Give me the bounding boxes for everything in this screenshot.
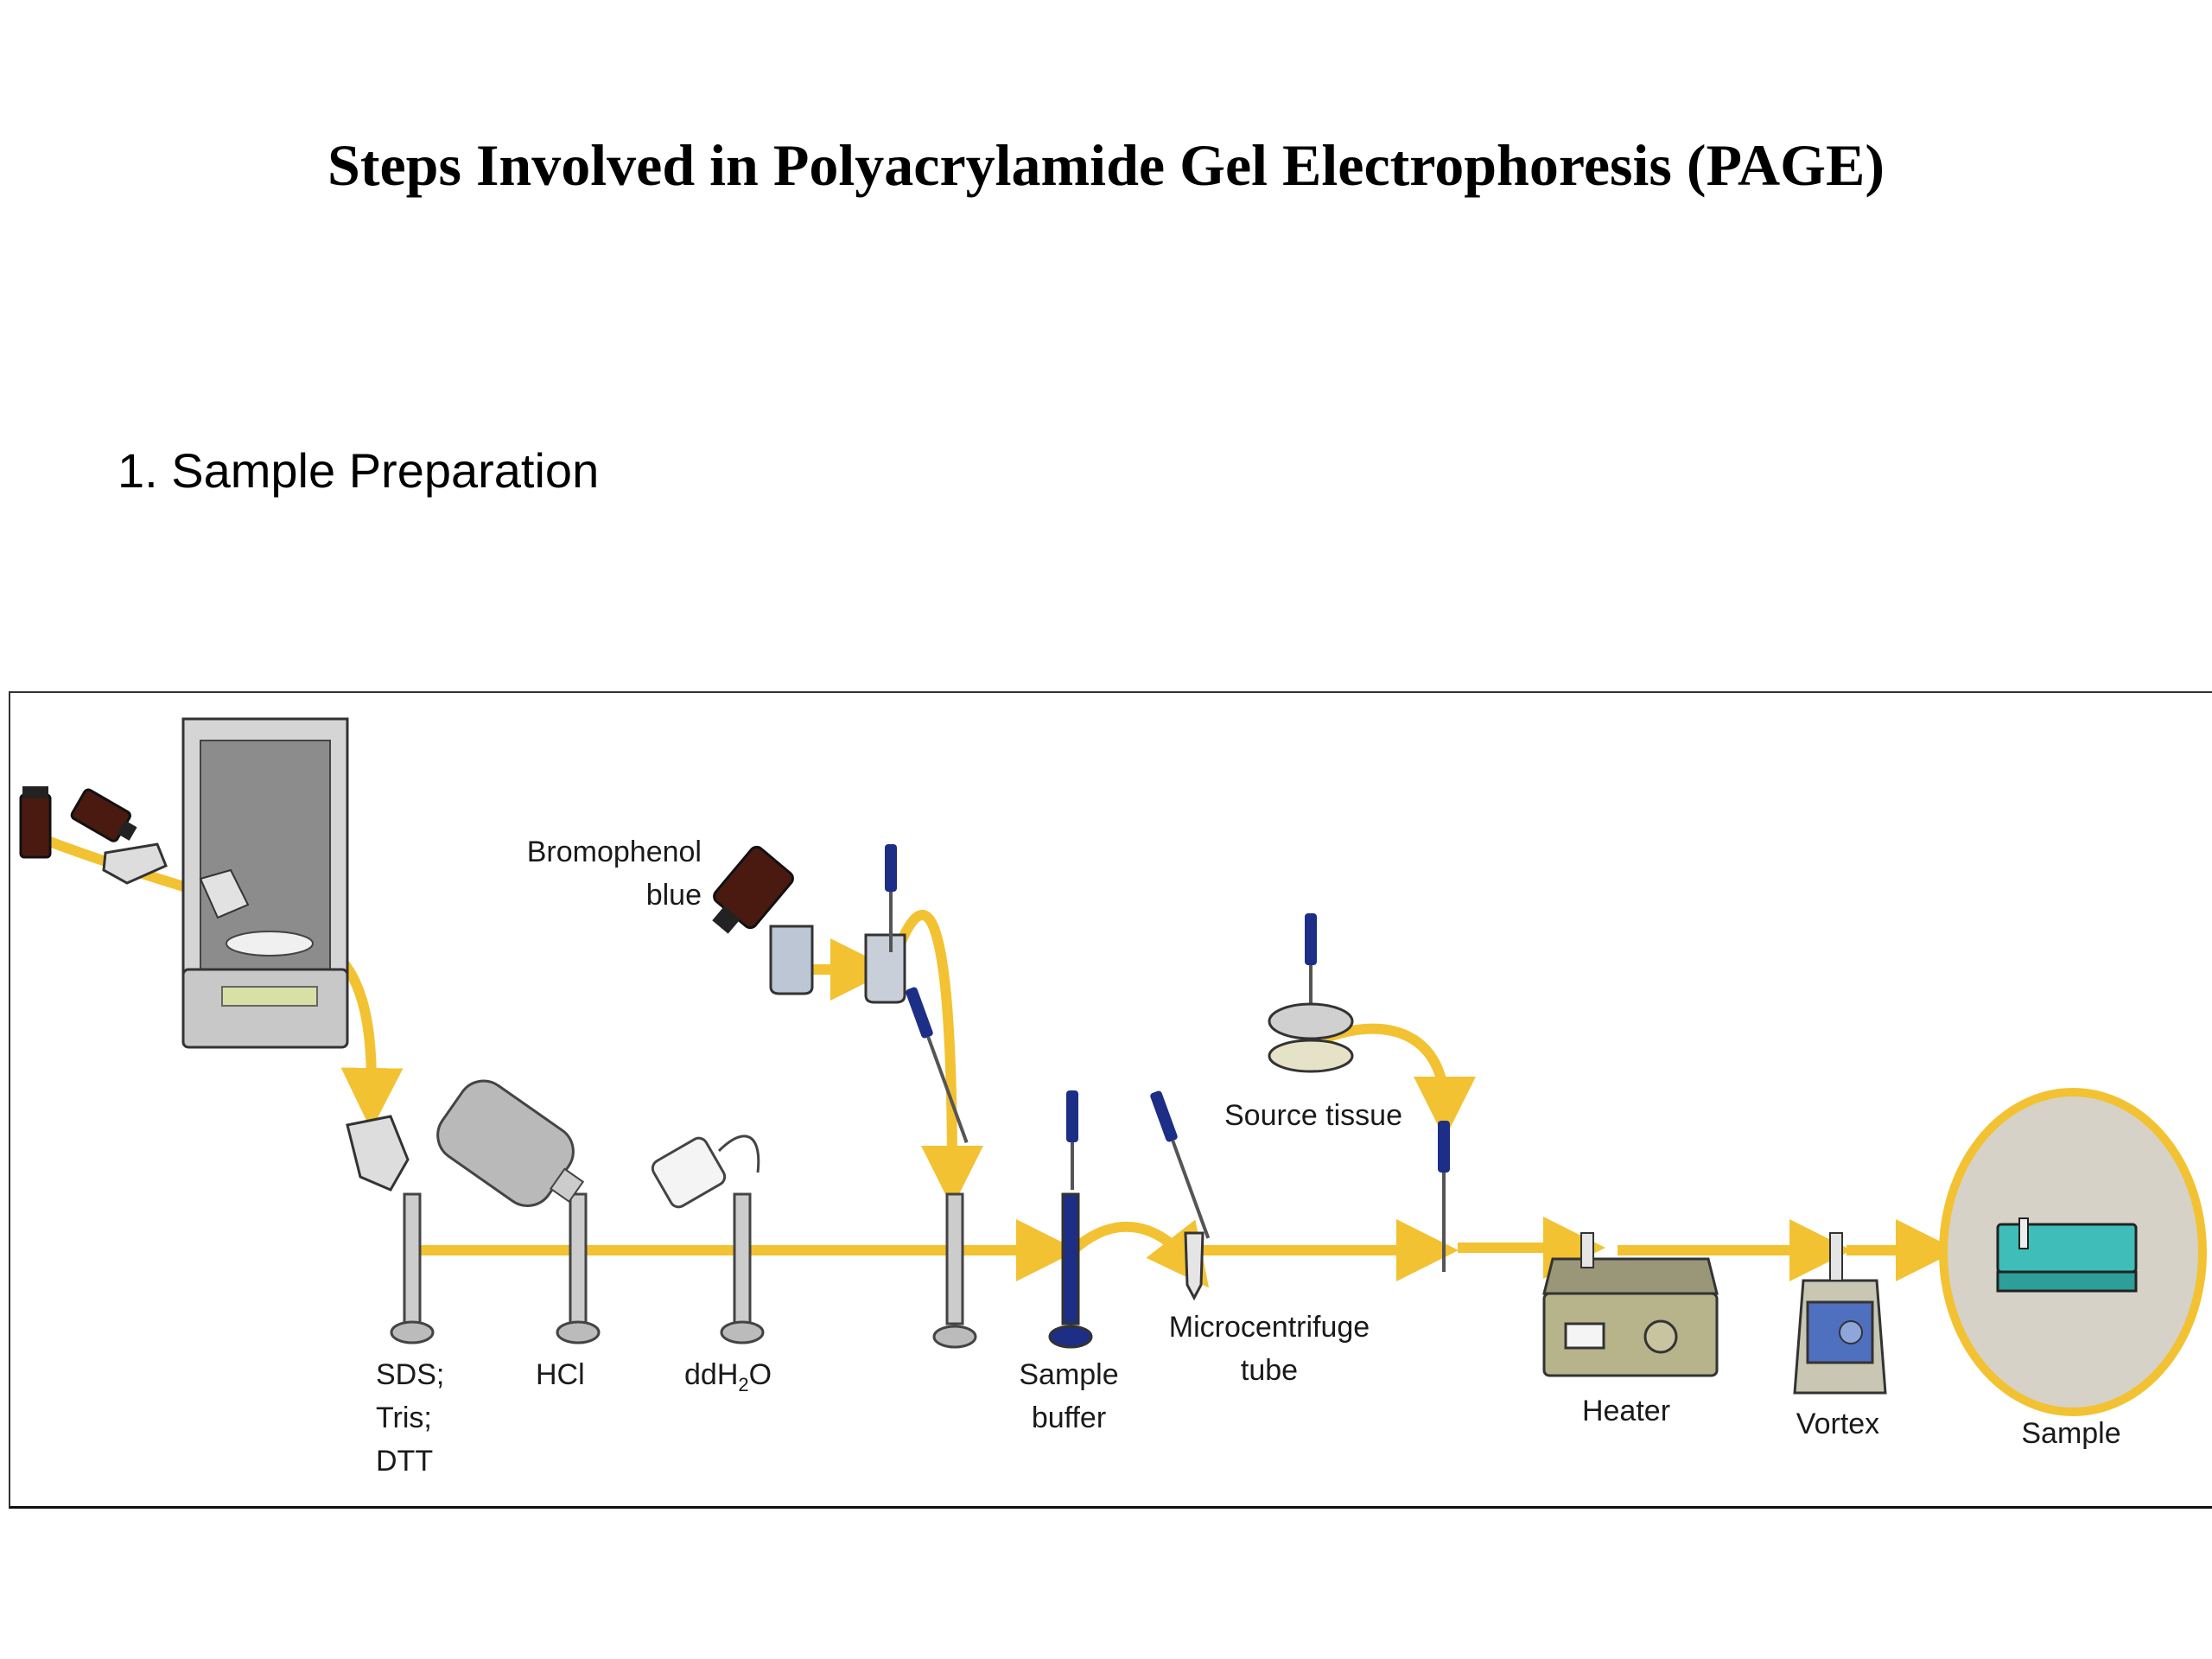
cylinder-sample-buffer-icon <box>1048 1192 1093 1349</box>
weigh-boat-icon <box>102 842 168 885</box>
bromophenol-setup <box>712 845 906 1004</box>
sample-rack-icon <box>1939 1088 2207 1416</box>
label-vortex: Vortex <box>1796 1408 1879 1440</box>
cylinder-hcl-icon <box>436 1079 601 1344</box>
sample-preparation-diagram: Bromophenol blue SDS; Tris; DTT HCl ddH2… <box>9 691 2212 1509</box>
label-heater: Heater <box>1582 1395 1670 1427</box>
reagent-bottles <box>19 786 168 885</box>
pipette-6-icon <box>1438 1121 1450 1272</box>
bromophenol-bottle-icon <box>712 845 794 934</box>
analytical-balance-icon <box>181 717 349 1049</box>
microcentrifuge-tube-icon <box>1184 1231 1205 1301</box>
label-sample: Sample <box>2021 1417 2120 1450</box>
label-hcl: HCl <box>536 1358 585 1391</box>
arrow-beaker-to-cylinder <box>895 910 983 1208</box>
vortex-icon <box>1793 1232 1887 1395</box>
label-microcentrifuge-line1: Microcentrifuge <box>1169 1311 1370 1344</box>
brown-bottle-icon <box>19 793 52 859</box>
cylinder-ddh2o-icon <box>651 1135 765 1344</box>
diagram-labels: Bromophenol blue SDS; Tris; DTT HCl ddH2… <box>376 836 2121 1478</box>
label-sds: SDS; <box>376 1358 444 1391</box>
label-microcentrifuge-line2: tube <box>1241 1354 1298 1387</box>
petri-dish-icon <box>1268 1002 1354 1073</box>
label-bromophenol-line2: blue <box>646 879 702 912</box>
label-ddh2o: ddH2O <box>684 1358 772 1395</box>
arrow-tissue-to-pipette <box>1321 1023 1476 1139</box>
cylinder-mixed-icon <box>932 1192 977 1349</box>
beaker-2-icon <box>864 933 906 1004</box>
pipette-1-icon <box>885 844 897 952</box>
tilted-bottle-icon <box>70 788 137 842</box>
section-heading: 1. Sample Preparation <box>118 443 600 498</box>
pipette-2-icon <box>906 987 969 1144</box>
label-source-tissue: Source tissue <box>1224 1099 1402 1132</box>
label-dtt: DTT <box>376 1445 433 1478</box>
label-sample-buffer-line2: buffer <box>1032 1402 1106 1434</box>
label-sample-buffer-line1: Sample <box>1019 1358 1118 1391</box>
pipette-3-icon <box>1066 1090 1078 1190</box>
pipettes <box>885 844 1450 1272</box>
pipette-4-icon <box>1150 1090 1211 1239</box>
label-bromophenol-line1: Bromophenol <box>527 836 702 868</box>
cylinder-sds-icon <box>346 1115 435 1344</box>
graduated-cylinders <box>346 1079 1093 1349</box>
page-title: Steps Involved in Polyacrylamide Gel Ele… <box>327 132 1885 198</box>
heater-icon <box>1542 1232 1719 1377</box>
beaker-1-icon <box>769 925 814 995</box>
arrow-buffer-to-tube <box>1069 1219 1210 1288</box>
label-tris: Tris; <box>376 1402 432 1434</box>
